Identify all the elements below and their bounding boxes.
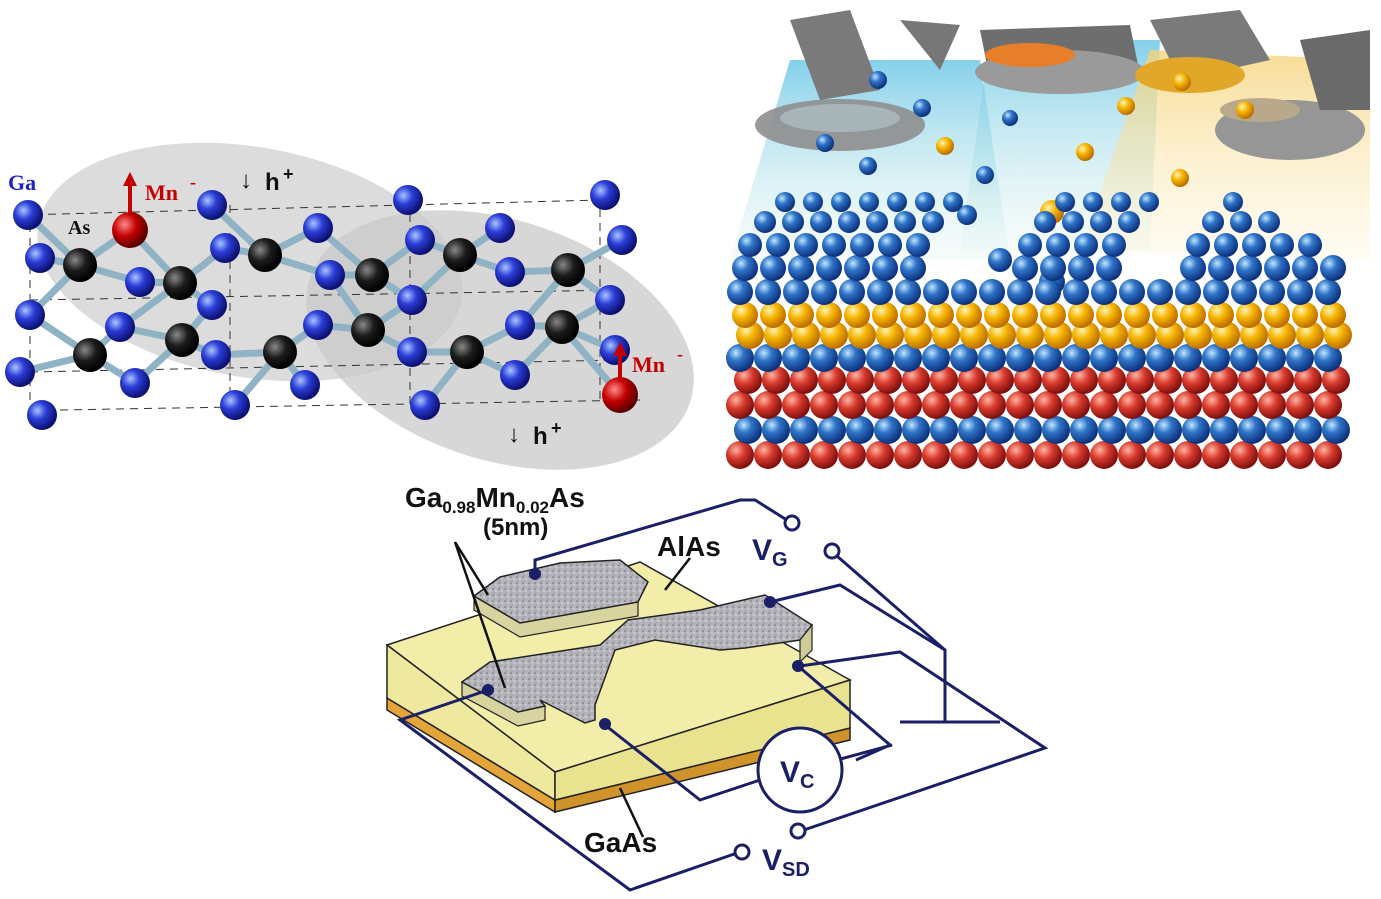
svg-text:h: h [533, 423, 548, 450]
svg-text:h: h [265, 169, 280, 196]
mn-right-moment: Mn - [613, 342, 683, 382]
svg-text:↓: ↓ [508, 421, 520, 448]
svg-text:+: + [283, 164, 294, 184]
terminal-circles [733, 514, 841, 861]
thickness-label: (5nm) [483, 514, 548, 541]
ga-label: Ga [8, 170, 36, 195]
svg-text:-: - [677, 344, 683, 364]
svg-text:Ga0.98Mn0.02As: Ga0.98Mn0.02As [405, 482, 585, 517]
vg-label: VG [752, 534, 788, 571]
substrate-lattice [726, 192, 1352, 469]
pointer-lines [453, 541, 691, 838]
svg-text:-: - [190, 172, 196, 192]
alas-right [554, 678, 851, 801]
wiring [396, 498, 1049, 892]
hallbar-top [460, 594, 814, 724]
hole-label-bottom: ↓ h + [508, 418, 562, 450]
svg-text:↓: ↓ [240, 167, 252, 194]
device-schematic: Ga0.98Mn0.02As (5nm) AlAs GaAs VG VC VSD [385, 482, 1049, 892]
hole-cloud-right [306, 210, 694, 470]
deposition-illustration [720, 0, 1381, 475]
gate-pad-top [472, 559, 649, 624]
vc-label: VC [780, 756, 814, 793]
gaas-label: GaAs [584, 827, 657, 858]
as-label: As [68, 217, 90, 239]
vc-meter [756, 726, 844, 814]
svg-text:+: + [551, 418, 562, 438]
vsd-label: VSD [762, 844, 810, 881]
svg-text:Mn: Mn [632, 352, 665, 377]
layer-formula: Ga0.98Mn0.02As [405, 482, 585, 517]
contact-dots [482, 568, 804, 730]
alas-label: AlAs [657, 531, 721, 562]
hole-label-top: ↓ h + [240, 164, 294, 196]
crystal-structure: Ga As Mn - Mn - ↓ h + ↓ h + [5, 142, 694, 470]
mn-top-moment: Mn - [123, 172, 196, 215]
atoms [5, 180, 638, 430]
svg-text:Mn: Mn [145, 180, 178, 205]
